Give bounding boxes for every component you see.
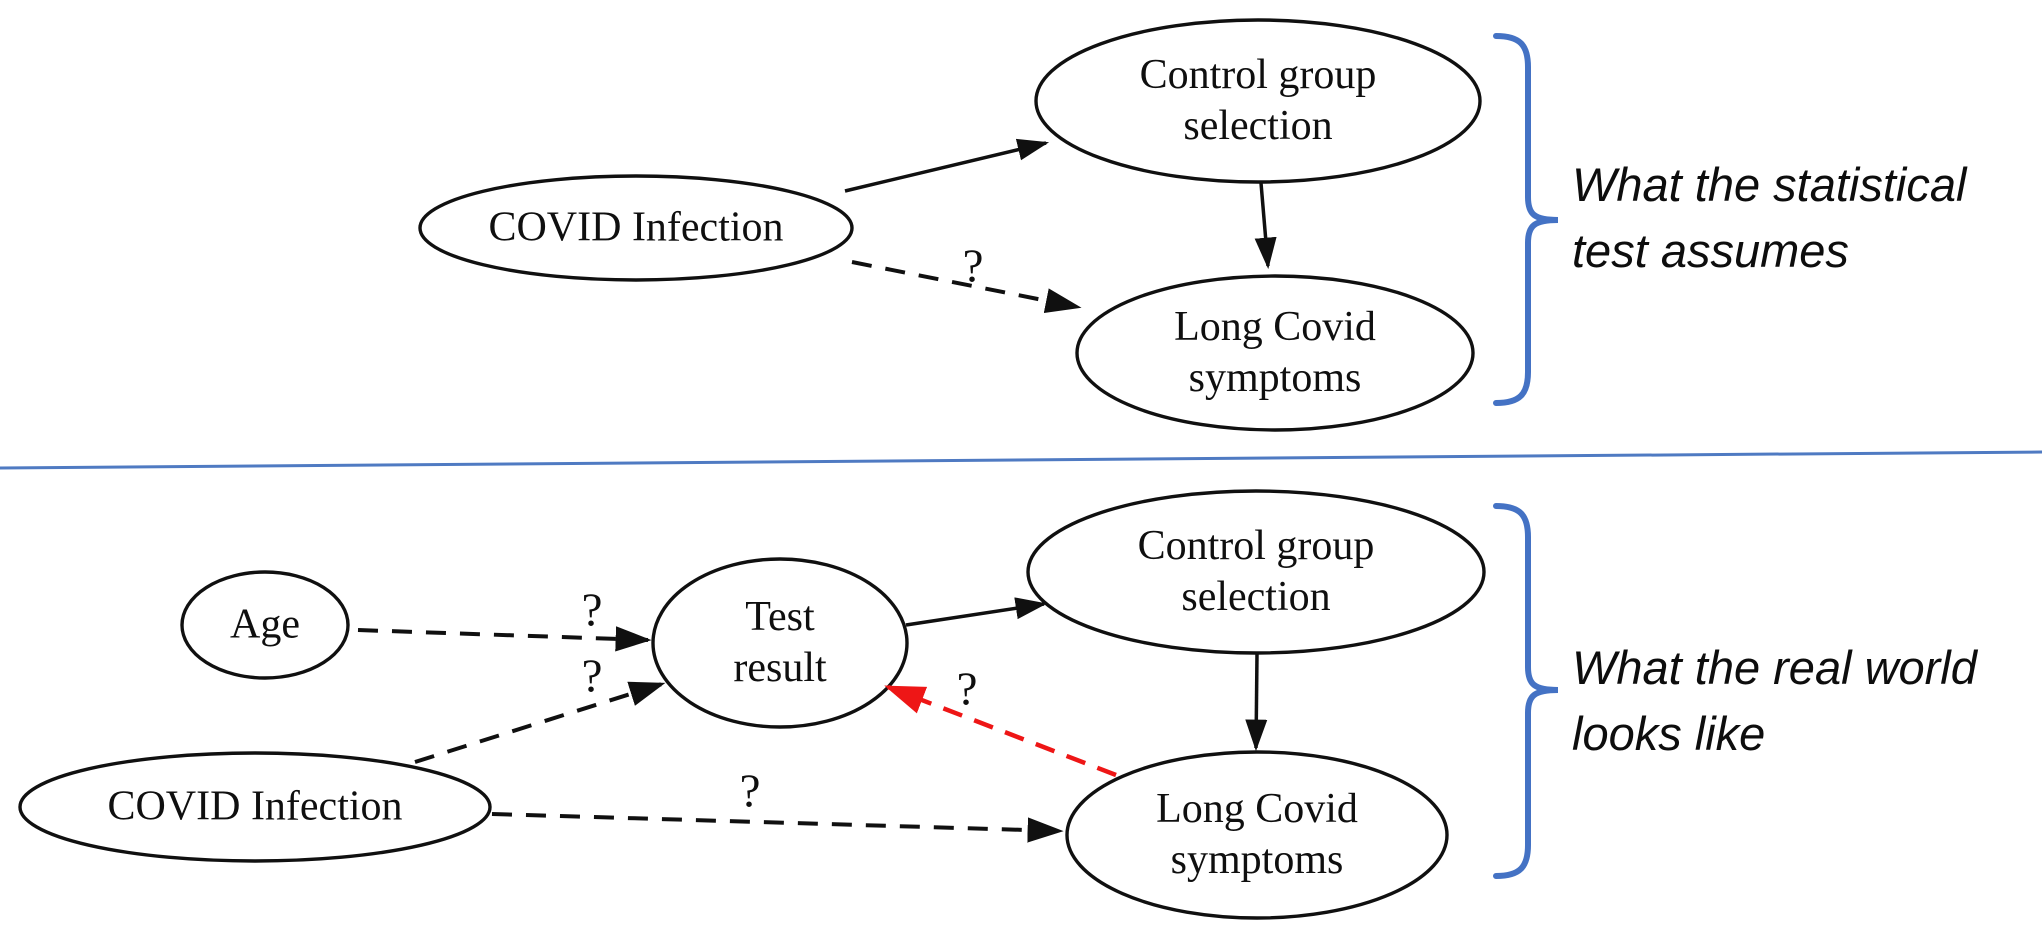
label-line: Control group xyxy=(1139,51,1377,98)
node-long-covid-symptoms-top xyxy=(1075,274,1475,432)
node-long-covid-symptoms-bottom xyxy=(1065,750,1449,920)
caption-statistical-test: What the statistical test assumes xyxy=(1572,152,1966,284)
edge-covid-to-longcovid-dashed-bottom xyxy=(491,812,1064,843)
edge-covid-to-test-dashed xyxy=(414,681,666,764)
label-line: result xyxy=(733,645,827,691)
panel-divider-line xyxy=(0,450,2042,470)
node-covid-infection-bottom xyxy=(18,751,492,863)
label-line: Long Covid xyxy=(1174,303,1376,350)
node-control-group-selection-top xyxy=(1034,18,1482,184)
caption-line: What the statistical xyxy=(1572,158,1967,211)
label-covid-infection-top: COVID Infection xyxy=(488,204,784,251)
label-line: Long Covid xyxy=(1156,785,1358,832)
label-line: Test xyxy=(745,593,815,640)
caption-line: looks like xyxy=(1572,706,1766,760)
node-covid-infection-top xyxy=(418,174,854,282)
label-line: Control group xyxy=(1137,522,1375,569)
question-mark-covid-to-longcovid-bottom: ? xyxy=(739,765,761,817)
label-control-group-selection-top: Control group selection xyxy=(1140,50,1377,152)
node-test-result xyxy=(651,557,909,729)
question-mark-age-to-test: ? xyxy=(581,584,603,636)
edge-age-to-test-dashed xyxy=(357,626,652,652)
label-covid-infection-bottom: COVID Infection xyxy=(107,783,403,830)
node-age xyxy=(180,570,350,680)
edge-test-to-control-bottom xyxy=(905,597,1048,627)
label-long-covid-symptoms-bottom: Long Covid symptoms xyxy=(1156,784,1358,886)
caption-line: What the real world xyxy=(1572,641,1977,694)
label-long-covid-symptoms-top: Long Covid symptoms xyxy=(1174,302,1376,404)
question-mark-covid-to-longcovid-top: ? xyxy=(962,240,984,292)
brace-bottom xyxy=(1493,503,1559,879)
edge-covid-to-control-top xyxy=(844,138,1050,193)
label-line: symptoms xyxy=(1188,355,1362,401)
edge-longcovid-to-test-red-dashed xyxy=(884,684,1117,778)
edge-control-to-longcovid-top xyxy=(1254,182,1277,270)
top-panel-shapes xyxy=(418,18,1559,432)
brace-top xyxy=(1493,33,1559,406)
label-line: selection xyxy=(1183,103,1333,149)
label-line: symptoms xyxy=(1170,837,1344,883)
bottom-panel-shapes xyxy=(18,489,1559,920)
label-control-group-selection-bottom: Control group selection xyxy=(1138,521,1375,623)
question-mark-covid-to-test: ? xyxy=(581,650,603,702)
edge-covid-to-longcovid-dashed-top xyxy=(851,260,1082,314)
label-line: selection xyxy=(1181,574,1331,620)
node-control-group-selection-bottom xyxy=(1026,489,1486,655)
question-mark-longcovid-to-test: ? xyxy=(956,663,978,715)
caption-real-world: What the real world looks like xyxy=(1572,635,1977,767)
label-test-result: Test result xyxy=(733,592,826,694)
edge-control-to-longcovid-bottom xyxy=(1245,653,1268,752)
caption-line: test assumes xyxy=(1572,223,1849,277)
label-age: Age xyxy=(230,601,300,648)
